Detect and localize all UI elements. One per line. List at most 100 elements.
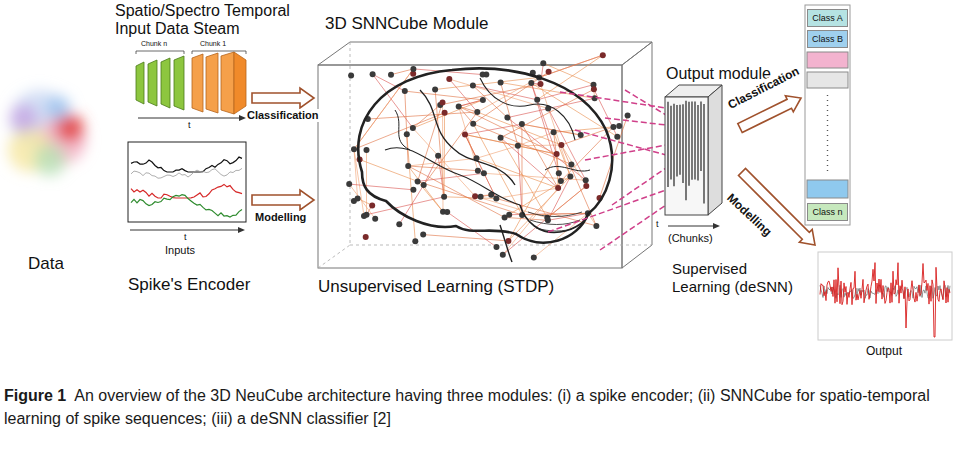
- flow-arrow: [252, 88, 314, 108]
- class-label: Class A: [812, 13, 843, 23]
- output-neuron-bar: [697, 105, 698, 180]
- neuron-dot: [578, 132, 584, 138]
- output-neuron-bar: [691, 101, 692, 179]
- caption-block: Figure 1An overview of the 3D NeuCube ar…: [4, 384, 949, 430]
- readout-link: [548, 190, 666, 232]
- neuron-dot: [442, 110, 448, 116]
- chunk-frames: [239, 115, 246, 121]
- neuron-dot: [502, 214, 508, 220]
- output-chart: [818, 252, 952, 340]
- brain-outline: [385, 148, 520, 205]
- output-neuron-bar: [682, 104, 683, 183]
- class-bar: [807, 52, 848, 68]
- neuron-dot: [625, 112, 631, 118]
- neuron-dot: [396, 221, 402, 227]
- synapse-line: [541, 84, 571, 176]
- synapse-line: [501, 138, 558, 188]
- neuron-dot: [363, 234, 369, 240]
- neuron-dot: [534, 97, 540, 103]
- output-module: [713, 223, 720, 229]
- synapse-line: [484, 173, 586, 180]
- neuron-dot: [600, 52, 606, 58]
- brain-outline: [420, 90, 515, 185]
- input-signals: [131, 195, 242, 217]
- neuron-dot: [493, 196, 499, 202]
- neuron-dot: [568, 161, 574, 167]
- neuron-dot: [540, 60, 546, 66]
- snn-cube: [622, 42, 652, 268]
- synapse-line: [548, 109, 586, 181]
- section-heading: Spatio/Spectro Temporal Input Data Steam: [115, 2, 315, 38]
- neuron-dot: [441, 194, 447, 200]
- output-neuron-bar: [700, 101, 701, 170]
- synapse-line: [366, 150, 367, 215]
- synapse-line: [539, 55, 603, 77]
- class-box: Class n: [807, 203, 848, 221]
- synapse-line: [554, 132, 571, 176]
- neuron-dot: [551, 129, 557, 135]
- data-blob: [8, 90, 86, 176]
- neuron-dot: [421, 182, 427, 188]
- neuron-dot: [538, 81, 544, 87]
- synapse-line: [459, 100, 483, 107]
- neuron-dot: [348, 73, 354, 79]
- chunk-label: Chunk n: [141, 40, 167, 48]
- synapse-line: [459, 100, 483, 107]
- neuron-dot: [481, 170, 487, 176]
- module-label: Unsupervised Learning (STDP): [318, 277, 554, 297]
- neuron-dot: [402, 88, 408, 94]
- synapse-line: [413, 105, 440, 128]
- axis-label: Inputs: [165, 244, 195, 257]
- chunk-frames: [148, 60, 157, 106]
- output-neuron-bar: [673, 104, 674, 187]
- synapse-line: [405, 91, 408, 166]
- brain-outline: [395, 110, 410, 150]
- neuron-dot: [456, 103, 462, 109]
- neuron-dot: [500, 252, 506, 258]
- brain-outline: [545, 166, 590, 171]
- output-neurons: [668, 101, 704, 204]
- synapse-line: [449, 79, 477, 112]
- brain-outline: [530, 220, 580, 225]
- brain-outline: [480, 78, 575, 140]
- chunk-frames: [221, 52, 234, 114]
- neuron-dot: [616, 123, 622, 129]
- class-bar: [807, 180, 848, 198]
- neuron-dot: [610, 124, 616, 130]
- neuron-dot: [504, 115, 510, 121]
- module-label: Data: [28, 254, 64, 274]
- neuron-dot: [591, 86, 597, 92]
- output-module: [668, 226, 714, 227]
- synapse-line: [360, 160, 418, 182]
- chunk-label: Chunk 1: [200, 40, 226, 48]
- inputs-chart: [128, 142, 246, 222]
- axis-label: t: [184, 232, 187, 243]
- brain-outline: [520, 205, 588, 232]
- neuron-dot: [558, 178, 564, 184]
- chart-label: Output: [866, 344, 902, 358]
- output-module: [708, 85, 722, 215]
- axis-label: (Chunks): [668, 232, 713, 245]
- neuron-dot: [412, 238, 418, 244]
- synapse-line: [473, 72, 548, 124]
- chunk-frames: [206, 53, 218, 113]
- chunk-frames: [138, 118, 240, 119]
- neuron-dot: [614, 134, 620, 140]
- class-bar: [805, 5, 850, 225]
- neuron-dot: [494, 244, 500, 250]
- neuron-dot: [435, 153, 441, 159]
- inputs-chart: [130, 230, 239, 231]
- class-label: Class B: [812, 34, 843, 44]
- flow-arrow: [252, 190, 314, 210]
- output-neuron-bar: [703, 104, 704, 204]
- neuron-dot: [462, 132, 468, 138]
- neuron-dot: [440, 99, 446, 105]
- neuron-dot: [410, 187, 416, 193]
- neuron-dot: [558, 142, 564, 148]
- neuron-dot: [470, 83, 476, 89]
- brain-outline: [536, 228, 574, 231]
- neuron-dot: [480, 97, 486, 103]
- synapse-line: [418, 181, 522, 215]
- synapse-line: [373, 74, 405, 91]
- chunk-frames: [234, 52, 246, 114]
